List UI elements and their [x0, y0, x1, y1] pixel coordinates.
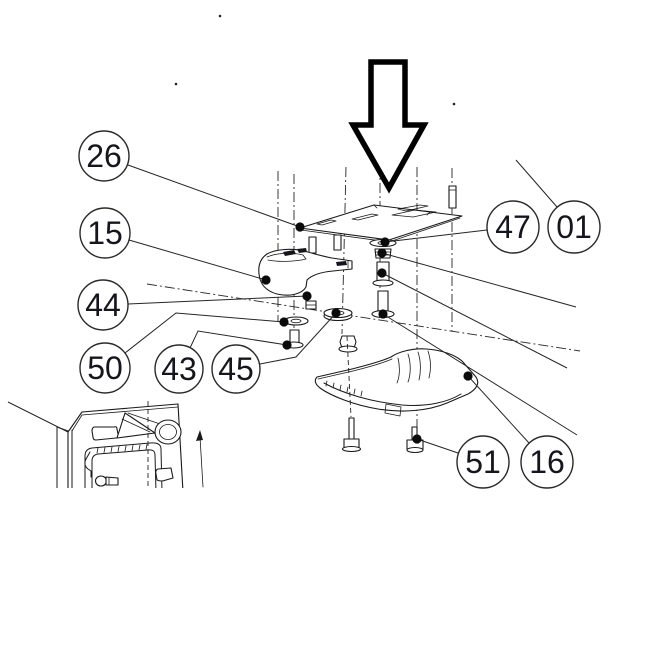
- callout-number: 01: [556, 209, 592, 245]
- leader-line: [259, 312, 337, 365]
- leader-dot: [279, 317, 289, 327]
- leader-dot: [261, 275, 271, 285]
- callout-circle: [211, 344, 261, 394]
- callout-number: 43: [161, 351, 197, 387]
- callout-number: 16: [529, 444, 565, 480]
- reference-line: [382, 313, 578, 436]
- callout-51: 51: [412, 434, 510, 489]
- leader-line: [127, 295, 308, 305]
- callout-number: 26: [86, 138, 122, 174]
- overlay-dashed-lines: [147, 335, 352, 487]
- callout-47: 47: [380, 200, 540, 254]
- reference-line: [381, 252, 577, 308]
- part-frame-panel: [56, 403, 184, 488]
- callout-50: 50: [79, 312, 289, 394]
- reference-line: [381, 272, 568, 369]
- speck: [452, 102, 456, 106]
- callout-number: 47: [495, 209, 531, 245]
- callout-circle: [79, 207, 131, 259]
- callout-circle: [154, 344, 204, 394]
- callout-16: 16: [463, 371, 574, 489]
- leader-line: [189, 330, 288, 349]
- callout-15: 15: [79, 207, 271, 285]
- callout-circle: [77, 279, 129, 331]
- leader-line: [128, 239, 267, 281]
- part-stud: [448, 185, 457, 209]
- callout-number: 51: [465, 444, 501, 480]
- centerline: [341, 166, 347, 335]
- callout-26: 26: [78, 130, 305, 232]
- callout-circle: [547, 200, 601, 254]
- print-specks: [174, 14, 456, 106]
- reference-lines: [7, 248, 578, 436]
- speck: [218, 14, 222, 18]
- leader-dot: [295, 222, 305, 232]
- leader-line: [127, 164, 301, 228]
- down-arrow-icon: [348, 59, 429, 194]
- callout-number: 45: [218, 351, 254, 387]
- callout-45: 45: [211, 308, 341, 394]
- down-arrow-icon: [348, 59, 429, 194]
- centerline: [146, 283, 581, 352]
- part-bracket: [258, 248, 353, 296]
- leader-dot: [463, 371, 473, 381]
- leader-line: [384, 229, 488, 243]
- leader-line: [467, 375, 530, 444]
- callout-circle: [486, 200, 540, 254]
- callout-number: 50: [87, 350, 123, 386]
- leader-dot: [331, 308, 341, 318]
- reference-dot: [377, 268, 387, 278]
- callouts: 26 15 44 50 43 45 47 01 51 16: [77, 130, 601, 489]
- callout-circle: [456, 435, 510, 489]
- part-left-fasteners: [283, 300, 358, 353]
- parts: [56, 185, 479, 488]
- callout-circle: [79, 342, 131, 394]
- callout-number: 15: [87, 215, 123, 251]
- part-spacers: [308, 234, 342, 254]
- callout-number: 44: [85, 287, 121, 323]
- reference-line: [7, 401, 69, 433]
- callout-44: 44: [77, 279, 312, 331]
- part-cover: [314, 348, 479, 417]
- leader-dot: [380, 237, 390, 247]
- up-pointer-arrow: [196, 430, 204, 488]
- part-mounting-plate: [299, 204, 463, 243]
- leader-line: [416, 438, 459, 454]
- leader-line: [124, 312, 285, 354]
- part-cover-bolts: [341, 417, 424, 454]
- reference-dot: [378, 309, 388, 319]
- leader-line: [515, 159, 558, 208]
- leader-dot: [302, 291, 312, 301]
- speck: [174, 82, 178, 86]
- leader-dot: [412, 434, 422, 444]
- reference-dot: [377, 248, 387, 258]
- callout-circle: [78, 130, 130, 182]
- centerline-overlay: [346, 335, 352, 418]
- callout-43: 43: [154, 330, 292, 394]
- callout-01: 01: [515, 159, 601, 254]
- callout-circle: [520, 435, 574, 489]
- leader-dot: [282, 340, 292, 350]
